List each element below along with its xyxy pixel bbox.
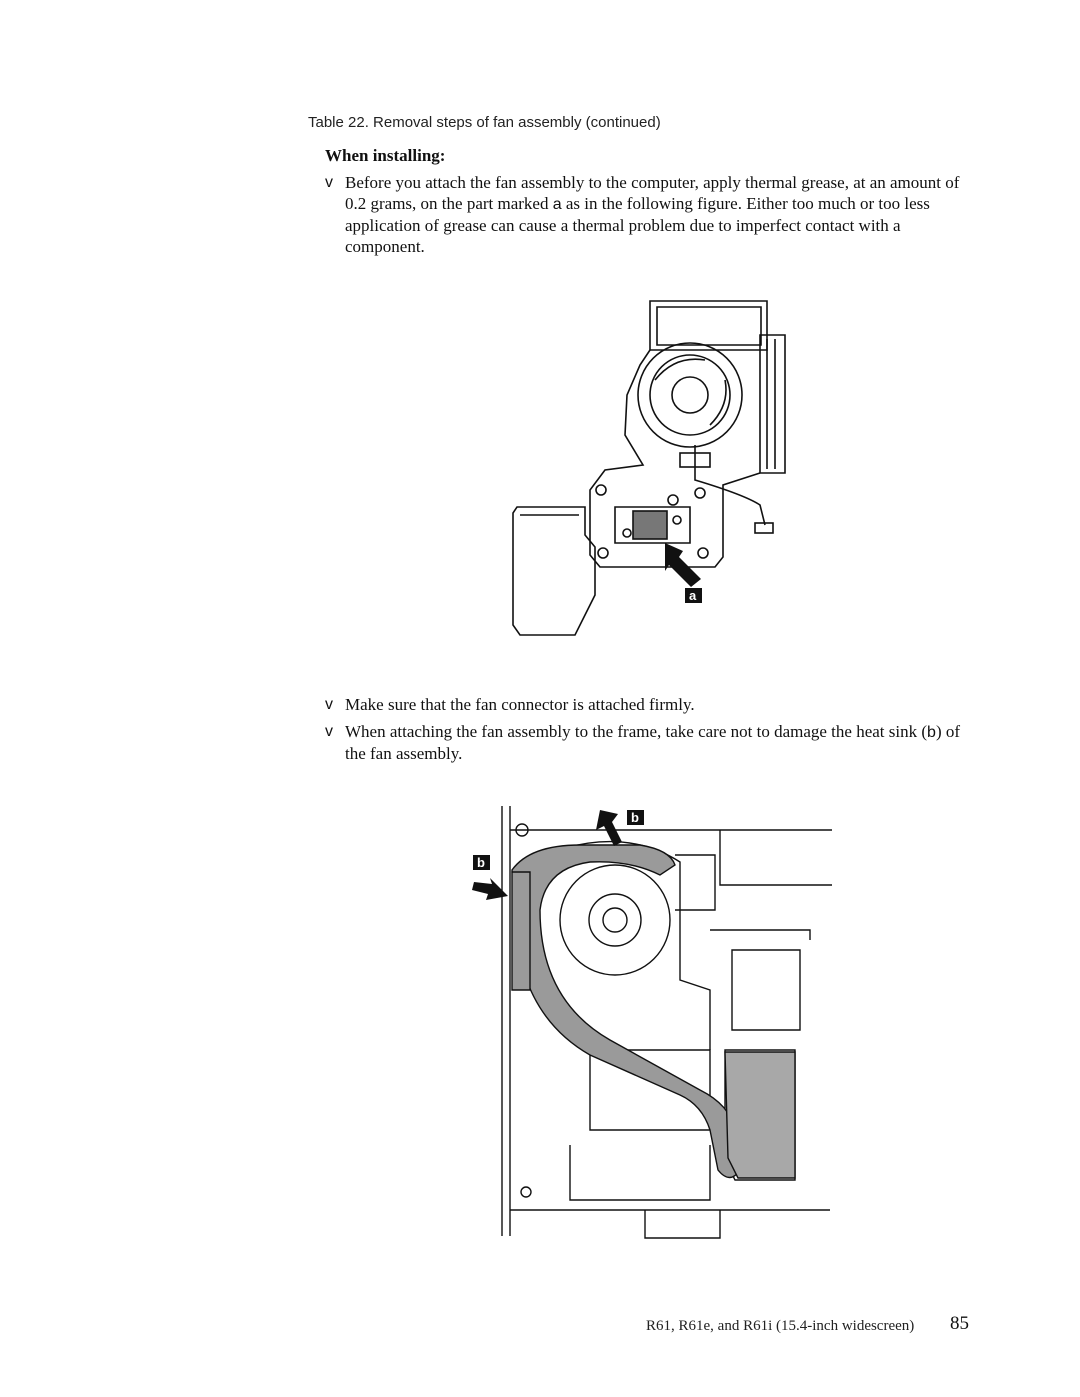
ref-label-a: a	[552, 196, 562, 213]
page-number: 85	[950, 1313, 969, 1334]
section-heading: When installing:	[325, 146, 446, 165]
bullet-mark: v	[325, 723, 333, 740]
bullet-text: Make sure that the fan connector is atta…	[345, 695, 695, 714]
bullet-text: When attaching the fan assembly to the f…	[325, 721, 975, 764]
bullet-connector: v Make sure that the fan connector is at…	[325, 694, 975, 715]
bullet-text-start: When attaching the fan assembly to the f…	[345, 722, 928, 741]
ref-label-b: b	[927, 724, 936, 741]
callout-b-left: b	[477, 855, 485, 870]
bullet-grease: v Before you attach the fan assembly to …	[325, 172, 975, 257]
bullet-heat-sink: v When attaching the fan assembly to the…	[325, 721, 975, 764]
bullet-text-end: ) of the fan assembly.	[345, 722, 961, 763]
footer-model: R61, R61e, and R61i (15.4-inch widescree…	[646, 1318, 915, 1334]
table-caption: Table 22. Removal steps of fan assembly …	[308, 114, 661, 131]
frame-installation-figure: b b	[472, 806, 832, 1239]
bullet-text: Before you attach the fan assembly to th…	[325, 172, 975, 257]
bullet-text-start: Before you attach the fan assembly to th…	[345, 173, 960, 213]
bullet-text-end: as in the following figure. Either too m…	[345, 194, 930, 256]
bullet-mark: v	[325, 174, 333, 191]
fan-assembly-figure: a	[512, 300, 786, 636]
callout-a: a	[689, 588, 697, 603]
callout-b-top: b	[631, 810, 639, 825]
bullet-mark: v	[325, 696, 333, 713]
